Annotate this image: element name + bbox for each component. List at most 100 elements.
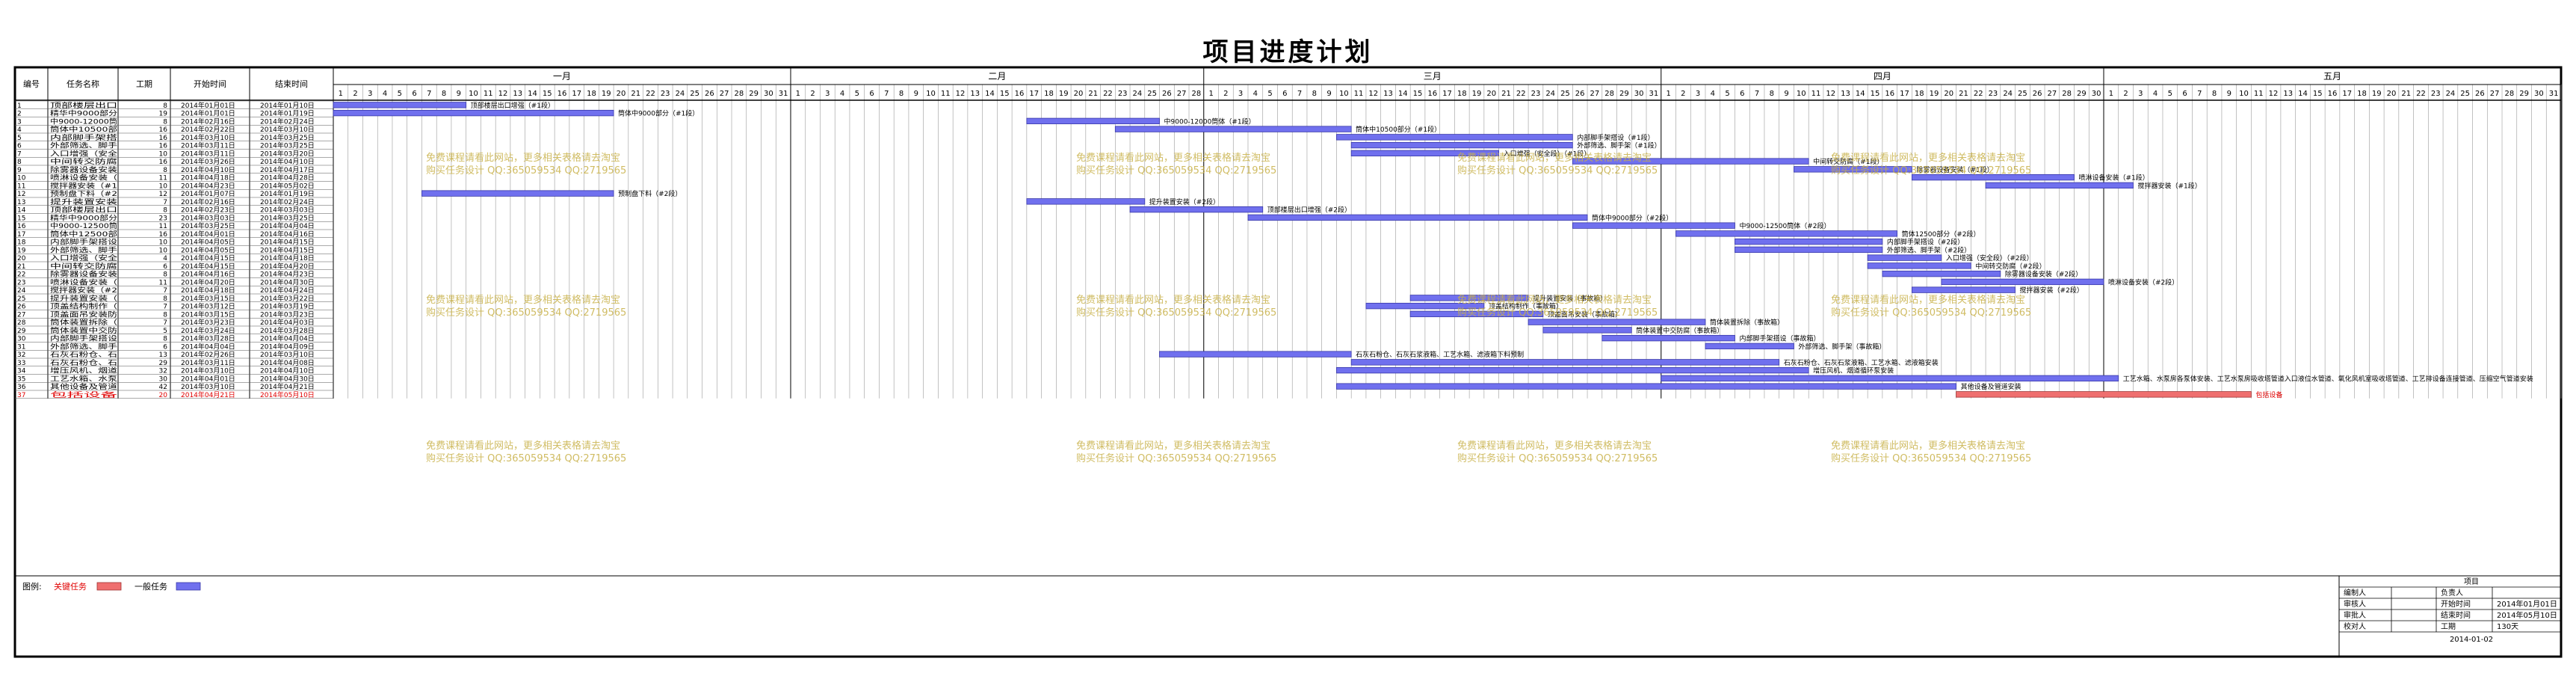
day-tick-label: 25 xyxy=(690,90,699,98)
day-tick-label: 29 xyxy=(749,90,759,98)
day-tick-label: 10 xyxy=(1339,90,1349,98)
day-tick-label: 24 xyxy=(1133,90,1143,98)
task-start: 2014年04月05日 xyxy=(181,238,235,247)
day-tick-label: 15 xyxy=(2313,90,2323,98)
watermark-text: 免费课程请看此网站，更多相关表格请去淘宝 xyxy=(1076,294,1270,306)
task-name: 筒体装置拆除（ xyxy=(50,318,117,327)
task-name: 增压风机、烟道 xyxy=(50,366,117,375)
task-name: 除雾器设备安装 xyxy=(50,165,117,174)
day-tick-label: 22 xyxy=(1974,90,1983,98)
gantt-bar-label: 筒体中9000部分（#1段） xyxy=(618,109,699,118)
day-tick-label: 20 xyxy=(2387,90,2397,98)
task-duration: 16 xyxy=(159,126,168,134)
task-duration: 23 xyxy=(159,215,167,222)
gantt-bar-label: 增压风机、烟道循环泵安装 xyxy=(1813,366,1894,375)
gantt-bar xyxy=(1026,198,1146,205)
day-tick-label: 4 xyxy=(1711,90,1715,98)
task-start: 2014年01月01日 xyxy=(181,101,235,110)
task-duration: 4 xyxy=(163,255,167,262)
gantt-bar xyxy=(1941,278,2104,286)
day-tick-label: 17 xyxy=(572,90,581,98)
gantt-bar xyxy=(333,109,614,117)
day-tick-label: 5 xyxy=(398,90,402,98)
task-start: 2014年04月15日 xyxy=(181,254,235,262)
task-duration: 8 xyxy=(163,167,167,174)
gantt-bar-label: 顶部楼层出口增强（#2段） xyxy=(1267,206,1351,215)
gantt-bar xyxy=(1336,366,1809,374)
task-name: 中9000-12000筒 xyxy=(50,117,117,126)
task-start: 2014年03月11日 xyxy=(181,358,235,367)
gantt-bar-label: 包括设备 xyxy=(2255,390,2282,399)
day-tick-label: 24 xyxy=(1545,90,1555,98)
task-name: 精华中9000部分 xyxy=(50,213,117,222)
watermark-text: 免费课程请看此网站，更多相关表格请去淘宝 xyxy=(1457,152,1652,164)
day-tick-label: 20 xyxy=(617,90,626,98)
day-tick-label: 30 xyxy=(764,90,773,98)
task-start: 2014年04月04日 xyxy=(181,342,235,351)
task-name: 入口增强（安全 xyxy=(50,149,117,158)
gantt-bar-label: 外部筛选、脚手架（#2段） xyxy=(1887,245,1971,254)
info-cell: 2014年05月10日 xyxy=(2497,610,2557,620)
info-cell: 2014年01月01日 xyxy=(2497,599,2557,609)
header-end: 结束时间 xyxy=(275,79,308,89)
month-label: 三月 xyxy=(1424,71,1442,82)
task-id: 2 xyxy=(17,111,22,118)
day-tick-label: 23 xyxy=(2431,90,2441,98)
day-tick-label: 31 xyxy=(779,90,788,98)
task-duration: 6 xyxy=(163,263,167,271)
task-name: 石灰石粉仓、石 xyxy=(50,350,117,359)
task-duration: 19 xyxy=(159,111,168,118)
task-name: 外部筛选、脚手 xyxy=(50,245,117,254)
day-tick-label: 18 xyxy=(587,90,596,98)
day-tick-label: 21 xyxy=(2401,90,2411,98)
task-start: 2014年02月16日 xyxy=(181,117,235,126)
day-tick-label: 8 xyxy=(442,90,446,98)
task-id: 25 xyxy=(17,295,25,303)
watermark-text: 购买任务设计 QQ:365059534 QQ:2719565 xyxy=(426,452,626,464)
info-project-label: 项目 xyxy=(2464,577,2479,586)
task-name: 喷淋设备安装（ xyxy=(50,277,117,286)
task-name: 顶部楼层出口 xyxy=(50,206,117,215)
task-duration: 11 xyxy=(159,223,167,230)
gantt-bar-label: 内部脚手架搭设（事故箱） xyxy=(1739,334,1820,343)
task-duration: 20 xyxy=(159,392,168,399)
day-tick-label: 31 xyxy=(2549,90,2559,98)
day-tick-label: 10 xyxy=(1797,90,1806,98)
day-tick-label: 14 xyxy=(2298,90,2308,98)
day-tick-label: 13 xyxy=(1383,90,1393,98)
task-duration: 13 xyxy=(159,351,167,359)
day-tick-label: 15 xyxy=(1871,90,1880,98)
gantt-bar xyxy=(1867,262,1971,269)
task-duration: 8 xyxy=(163,311,167,319)
task-start: 2014年03月15日 xyxy=(181,310,235,319)
task-duration: 10 xyxy=(159,247,168,254)
day-tick-label: 18 xyxy=(1044,90,1054,98)
watermark-text: 购买任务设计 QQ:365059534 QQ:2719565 xyxy=(1457,165,1658,176)
watermark-text: 购买任务设计 QQ:365059534 QQ:2719565 xyxy=(1076,452,1276,464)
gantt-bar xyxy=(1350,150,1499,157)
day-tick-label: 11 xyxy=(484,90,493,98)
header-dur: 工期 xyxy=(136,79,152,89)
task-id: 13 xyxy=(17,199,25,206)
task-duration: 7 xyxy=(163,199,167,206)
task-start: 2014年03月28日 xyxy=(181,334,235,343)
task-start: 2014年03月10日 xyxy=(181,382,235,391)
task-id: 32 xyxy=(17,351,25,359)
day-tick-label: 12 xyxy=(1368,90,1378,98)
task-name: 中间转交防腐 xyxy=(50,157,117,166)
task-start: 2014年03月24日 xyxy=(181,326,235,335)
day-tick-label: 22 xyxy=(646,90,655,98)
task-id: 36 xyxy=(17,384,26,391)
gantt-bar-label: 内部脚手架搭设（#2段） xyxy=(1887,238,1964,247)
task-id: 14 xyxy=(17,207,26,215)
task-end: 2014年04月30日 xyxy=(260,374,315,383)
task-id: 12 xyxy=(17,191,25,198)
task-duration: 8 xyxy=(163,336,167,343)
day-tick-label: 24 xyxy=(2003,90,2013,98)
task-id: 6 xyxy=(17,143,22,150)
task-name: 搅拌器安装（#2 xyxy=(50,286,117,295)
header-start: 开始时间 xyxy=(194,79,226,89)
task-id: 15 xyxy=(17,215,25,222)
task-id: 37 xyxy=(17,392,25,399)
